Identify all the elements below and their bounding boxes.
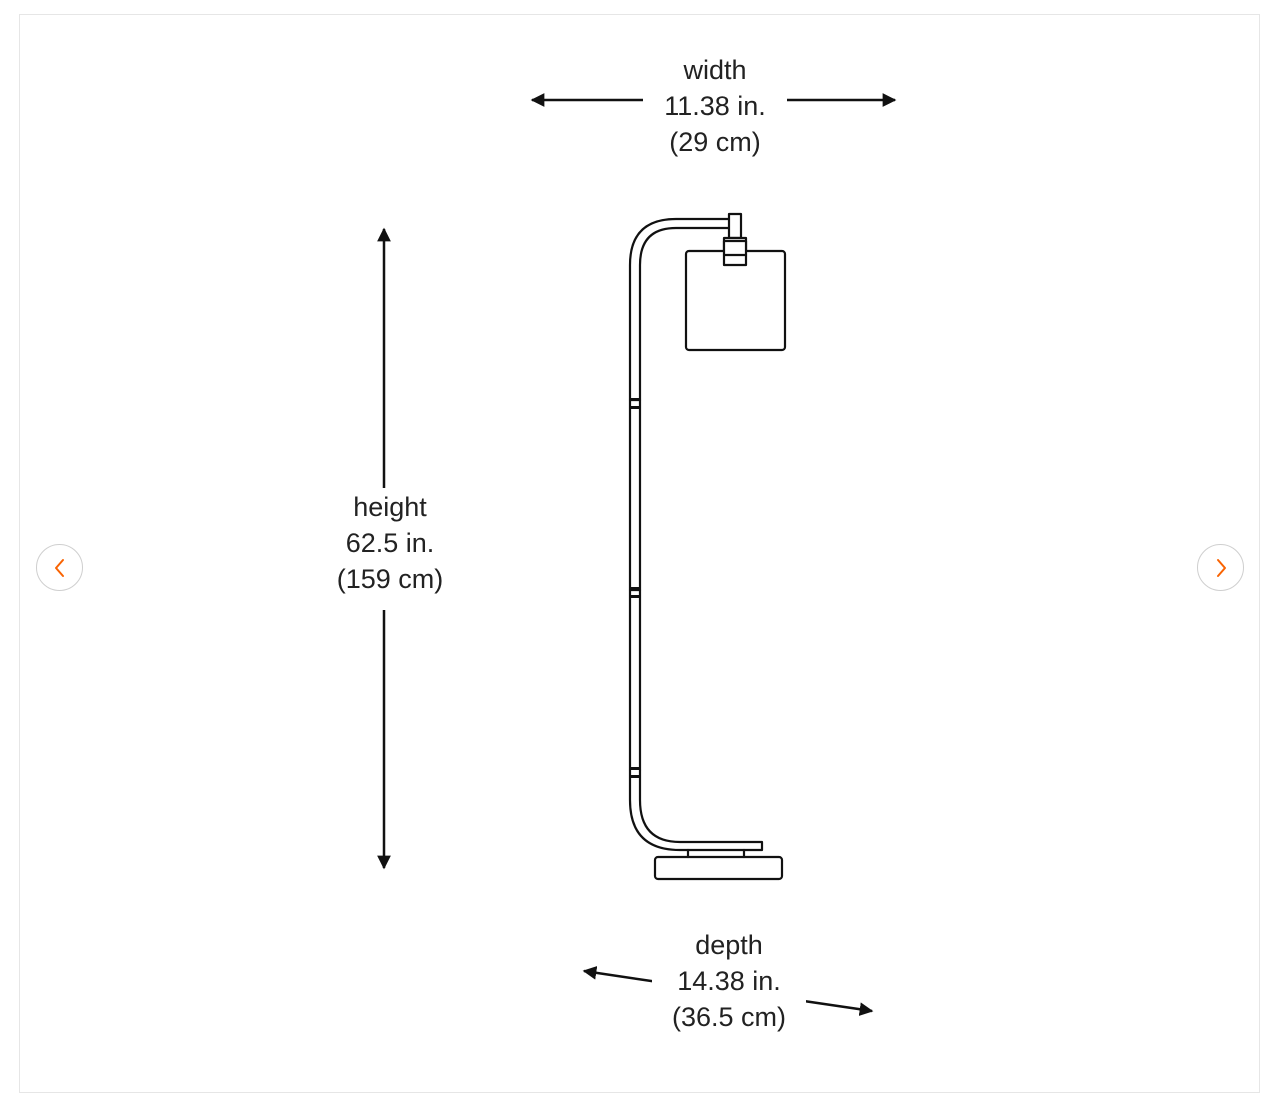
depth-arrow	[582, 966, 874, 1017]
next-image-button[interactable]	[1197, 544, 1244, 591]
chevron-left-icon	[54, 558, 64, 577]
previous-image-button[interactable]	[36, 544, 83, 591]
height-imperial: 62.5 in.	[345, 528, 435, 558]
depth-label: depth	[695, 930, 763, 960]
depth-imperial: 14.38 in.	[677, 966, 781, 996]
height-metric: (159 cm)	[336, 564, 444, 594]
height-dimension-label: height 62.5 in. (159 cm)	[318, 489, 462, 597]
pole-joints	[629, 398, 641, 778]
depth-dimension-label: depth 14.38 in. (36.5 cm)	[652, 927, 806, 1035]
width-label: width	[683, 55, 747, 85]
width-metric: (29 cm)	[669, 127, 761, 157]
floor-lamp-illustration	[628, 212, 787, 881]
depth-metric: (36.5 cm)	[671, 1002, 787, 1032]
height-label: height	[353, 492, 427, 522]
width-imperial: 11.38 in.	[664, 91, 766, 121]
width-dimension-label: width 11.38 in. (29 cm)	[643, 52, 787, 160]
chevron-right-icon	[1216, 558, 1226, 577]
